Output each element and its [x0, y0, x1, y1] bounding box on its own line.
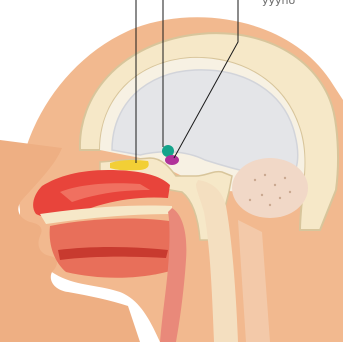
cerebellum [232, 158, 308, 218]
olfactory-region-marker [110, 160, 149, 170]
top-right-text-fragment: yyyno [262, 0, 343, 8]
purple-gland-marker [165, 155, 179, 165]
